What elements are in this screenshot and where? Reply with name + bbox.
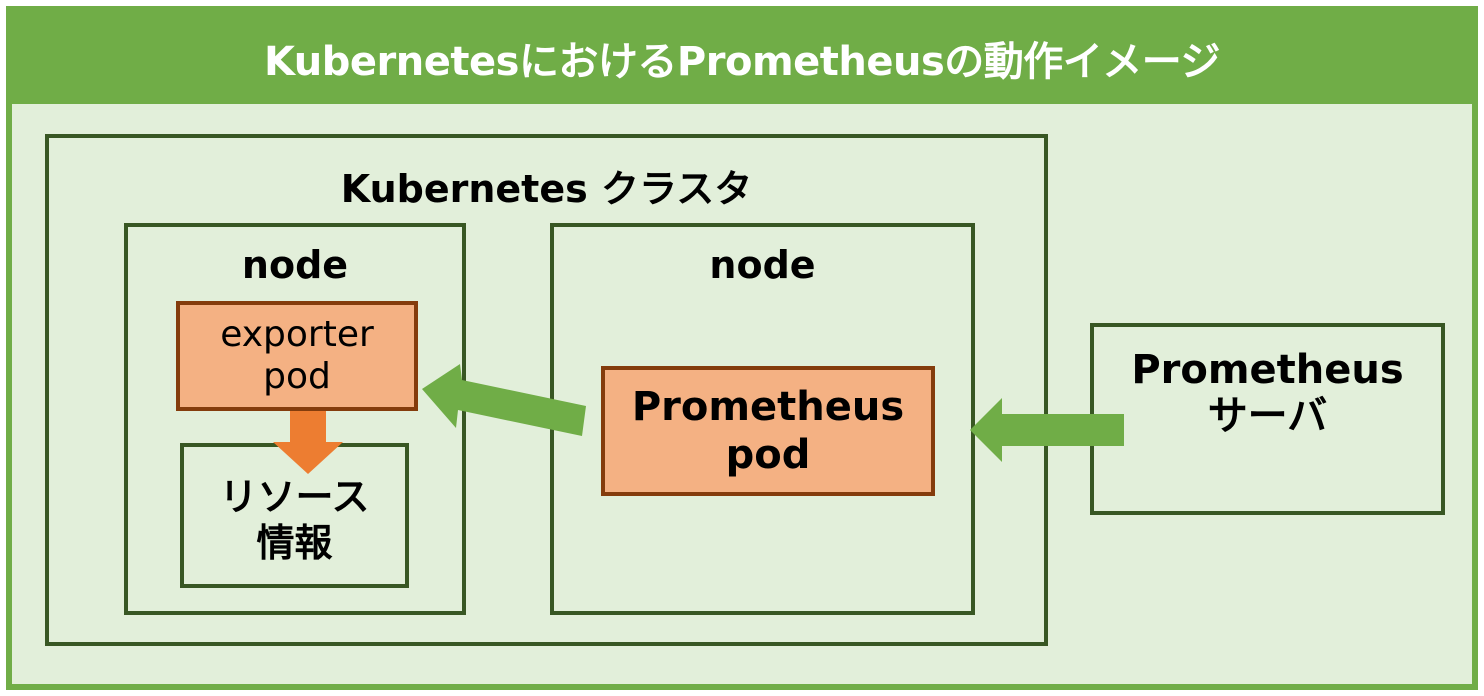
- prometheus-pod-line1: Prometheus: [631, 384, 905, 430]
- exporter-pod-line1: exporter: [220, 314, 374, 355]
- node-right-label: node: [709, 243, 816, 287]
- green-arrow-pod-to-exporter: [422, 364, 586, 436]
- diagram-title: KubernetesにおけるPrometheusの動作イメージ: [12, 12, 1472, 104]
- cluster-label: Kubernetes クラスタ: [340, 167, 753, 211]
- resource-info-box: リソース 情報: [180, 443, 409, 588]
- exporter-pod: exporter pod: [176, 301, 418, 411]
- prometheus-pod: Prometheus pod: [601, 366, 935, 496]
- green-arrow-server-to-pod: [970, 398, 1124, 462]
- orange-down-arrow: [273, 404, 343, 474]
- prometheus-server-line2: サーバ: [1207, 393, 1328, 439]
- resource-info-line1: リソース: [219, 474, 370, 519]
- prometheus-server-box: Prometheus サーバ: [1090, 323, 1445, 515]
- exporter-pod-line2: pod: [263, 356, 331, 397]
- resource-info-line2: 情報: [256, 520, 333, 565]
- prometheus-server-line1: Prometheus: [1131, 347, 1404, 393]
- prometheus-pod-line2: pod: [725, 432, 811, 478]
- node-left-label: node: [241, 243, 349, 287]
